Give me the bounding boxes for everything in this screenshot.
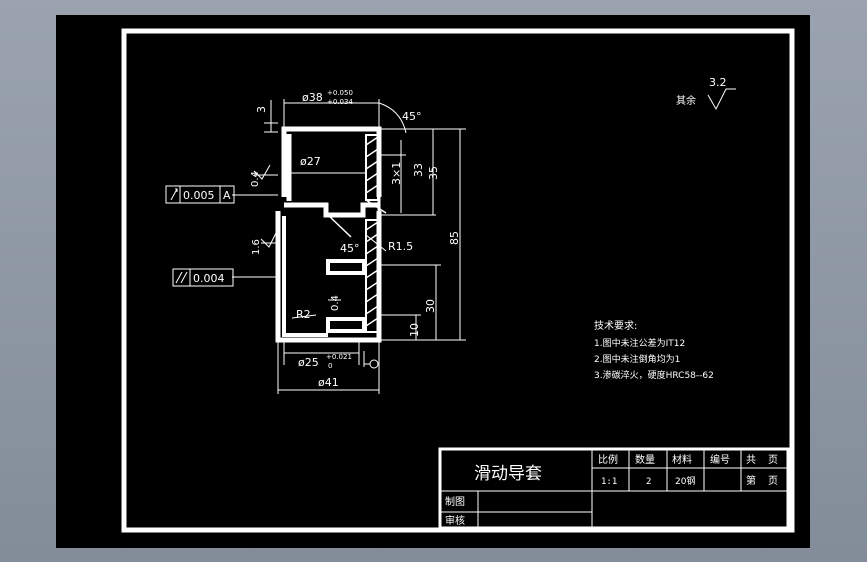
tech-req-item-1: 1.图中未注公差为IT12 [594,337,685,349]
runout-datum: A [223,189,231,202]
tb-header-sheet-unit: 页 [768,454,778,466]
tb-header-sheet: 第 [746,474,756,487]
runout-frame: 0.005 A [165,185,235,204]
drawing-canvas: ø38 +0.050 +0.034 45° 3 3×1 33 35 85 ø27… [121,28,795,533]
tb-drawn-by: 制图 [445,495,465,508]
dim-35: 35 [427,166,440,180]
dim-angle-top: 45° [402,110,422,123]
tb-header-code: 编号 [710,453,730,466]
tb-header-total: 共 [746,454,756,466]
dim-r15: R1.5 [388,240,413,253]
tech-requirements: 技术要求: 1.图中未注公差为IT12 2.图中未注倒角均为1 3.渗碳淬火，硬… [594,319,714,381]
dim-angle-inner: 45° [340,242,360,255]
dim-base-dia: ø41 [318,376,339,389]
dim-r2: R2 [296,308,311,321]
tb-val-material: 20钢 [675,475,695,487]
tech-req-item-3: 3.渗碳淬火，硬度HRC58--62 [594,369,714,381]
dim-10: 10 [408,323,421,337]
surface-default-label: 其余 [676,94,696,107]
runout-value: 0.005 [183,189,215,202]
dim-chamfer: 3×1 [390,162,403,185]
title-block: 滑动导套 比例 数量 材料 编号 共 页 1:1 2 20钢 第 页 制图 审核 [438,447,790,530]
tb-header-sheet-unit2: 页 [768,475,778,487]
cylindricity-frame: 0.004 [172,268,234,287]
dim-outer-tol-upper: +0.050 [327,89,353,97]
dim-bore-tol-lower: 0 [328,362,332,370]
dim-outer-tol-lower: +0.034 [327,98,353,106]
tb-checked-by: 审核 [445,514,465,527]
dim-bore-dia: ø25 [298,356,319,369]
tb-val-scale: 1:1 [601,477,617,487]
tb-header-scale: 比例 [598,453,618,466]
cylindricity-value: 0.004 [193,272,225,285]
dim-inner-dia: ø27 [300,155,321,168]
drawing-sheet[interactable]: ø38 +0.050 +0.034 45° 3 3×1 33 35 85 ø27… [56,15,810,548]
tech-req-item-2: 2.图中未注倒角均为1 [594,353,680,365]
roughness-04-a: 0.4 [250,171,261,187]
tb-header-material: 材料 [672,453,692,466]
roughness-symbols [253,88,736,248]
tb-header-qty: 数量 [635,453,655,466]
surface-default-value: 3.2 [709,76,727,89]
dimension-lines [232,99,466,394]
part-outline [275,126,387,343]
dim-bore-tol-upper: +0.021 [326,353,352,361]
tech-req-title: 技术要求: [594,319,637,332]
roughness-16: 1.6 [251,239,262,255]
dim-33: 33 [412,163,425,177]
tb-val-qty: 2 [646,477,651,487]
drawing-border [121,28,795,533]
dim-3: 3 [255,106,268,113]
dim-85: 85 [448,231,461,245]
part-name: 滑动导套 [474,464,542,484]
roughness-04-b: 0.4 [330,295,341,311]
dim-30: 30 [424,299,437,313]
dim-outer-dia: ø38 [302,91,323,104]
